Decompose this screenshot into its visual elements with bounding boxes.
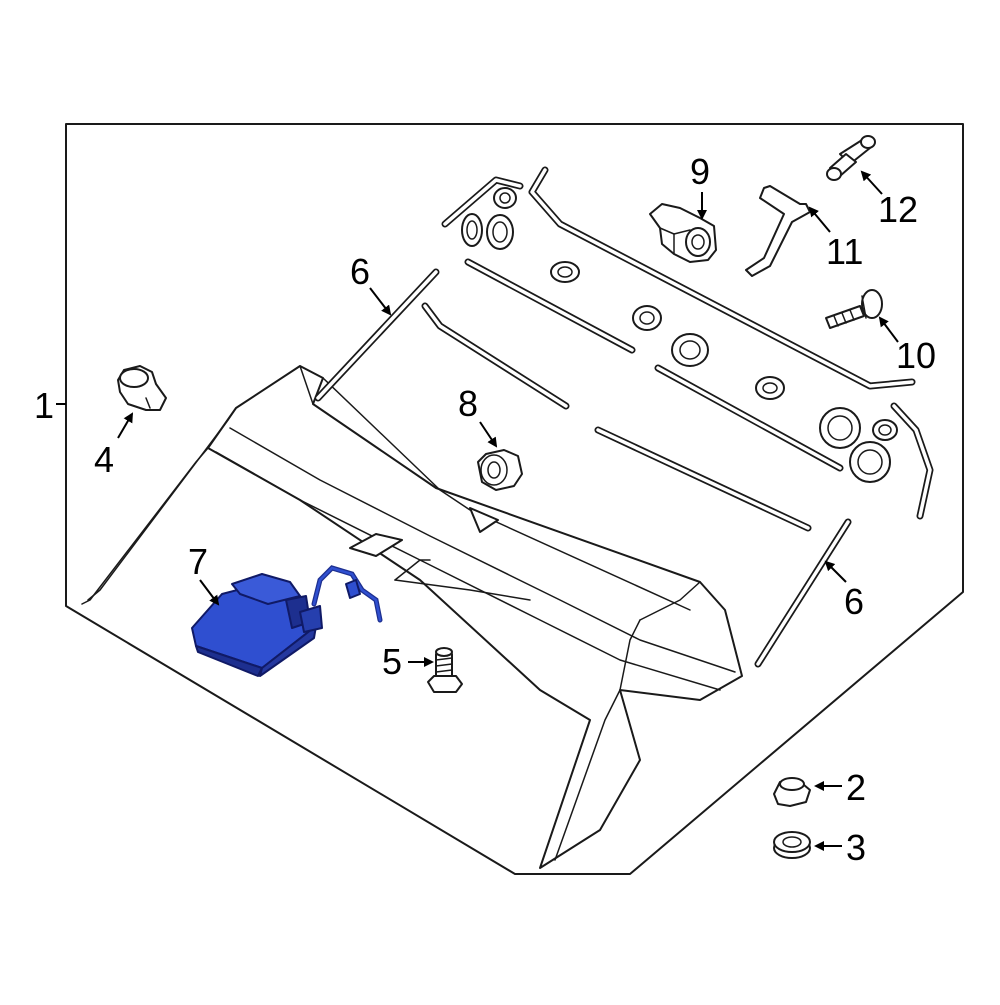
grommets	[461, 187, 898, 483]
callout-9: 9	[690, 151, 710, 192]
spoiler-body	[81, 365, 743, 869]
grommet-part-8	[477, 449, 523, 491]
stud-part-12	[826, 135, 876, 181]
callout-labels: 1 2 3 4 5 6 6 7 8 9 10 11 12	[34, 151, 936, 868]
washer-part-3	[773, 831, 811, 859]
callout-3: 3	[846, 827, 866, 868]
callout-6-right: 6	[844, 581, 864, 622]
assembly-frame	[65, 123, 964, 875]
callout-12: 12	[878, 189, 918, 230]
clip-part-11	[745, 185, 811, 277]
bracket-part-9	[649, 203, 717, 263]
callout-7: 7	[188, 541, 208, 582]
leader-lines	[56, 170, 899, 851]
screw-part-10	[825, 289, 883, 329]
callout-1: 1	[34, 385, 54, 426]
callout-4: 4	[94, 439, 114, 480]
upper-gasket	[441, 166, 934, 520]
callout-5: 5	[382, 641, 402, 682]
weatherstrip-seals	[314, 258, 852, 668]
callout-6-left: 6	[350, 251, 370, 292]
nut-part-2	[773, 777, 811, 807]
callout-2: 2	[846, 767, 866, 808]
highlighted-module-part-7	[191, 565, 383, 677]
callout-8: 8	[458, 383, 478, 424]
callout-11: 11	[826, 231, 863, 272]
push-clip-part-4	[117, 365, 167, 411]
bolt-part-5	[427, 647, 463, 693]
callout-10: 10	[896, 335, 936, 376]
